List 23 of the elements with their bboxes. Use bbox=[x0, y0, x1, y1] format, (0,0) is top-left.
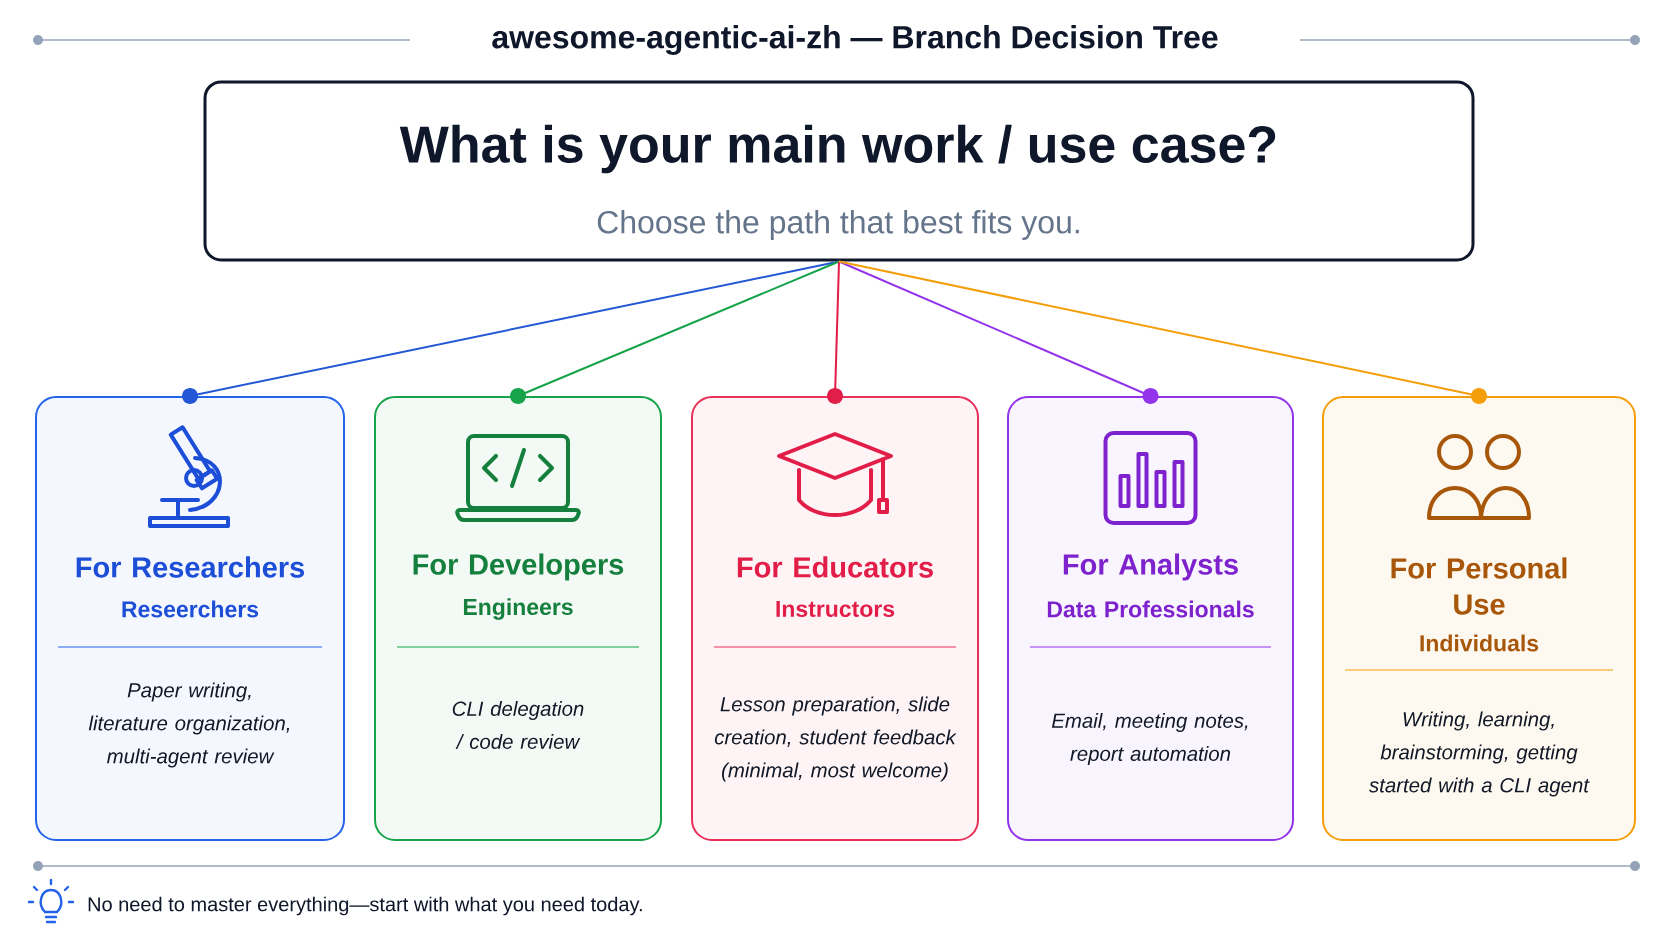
card-description: CLI delegation / code review bbox=[452, 701, 584, 749]
card-title: For Developers bbox=[413, 553, 624, 581]
connector-line bbox=[510, 260, 840, 404]
card-description: Writing, learning, brainstorming, getting started with a CLI agent bbox=[1369, 711, 1590, 797]
connector-line bbox=[827, 260, 843, 404]
card-title: For Personal Use bbox=[1391, 557, 1567, 615]
connector-line bbox=[838, 260, 1487, 404]
question-text: What is your main work / use case? bbox=[399, 124, 1276, 174]
card-description: Email, meeting notes, report automation bbox=[1051, 713, 1248, 765]
card-subtitle: Data Professionals bbox=[1047, 600, 1254, 618]
card-subtitle: Engineers bbox=[463, 598, 573, 620]
footer-note: No need to master everything—start with what you need today. bbox=[88, 896, 642, 916]
card-subtitle: Reseerchers bbox=[122, 600, 259, 618]
card-subtitle: Individuals bbox=[1420, 634, 1539, 652]
subtitle-text: Choose the path that best fits you. bbox=[597, 210, 1079, 240]
card-title: For Researchers bbox=[76, 556, 305, 578]
card-title: For Educators bbox=[737, 556, 933, 578]
card-subtitle: Instructors bbox=[776, 601, 895, 617]
connector-line bbox=[838, 260, 1159, 404]
card-description: Lesson preparation, slide creation, student feedback (minimal, most welcome) bbox=[714, 696, 957, 782]
card-title: For Analysts bbox=[1063, 553, 1238, 581]
card-description: Paper writing, literature organization, multi-agent review bbox=[88, 682, 290, 768]
header-title: awesome-agentic-ai-zh — Branch Decision Tree bbox=[492, 25, 1218, 55]
